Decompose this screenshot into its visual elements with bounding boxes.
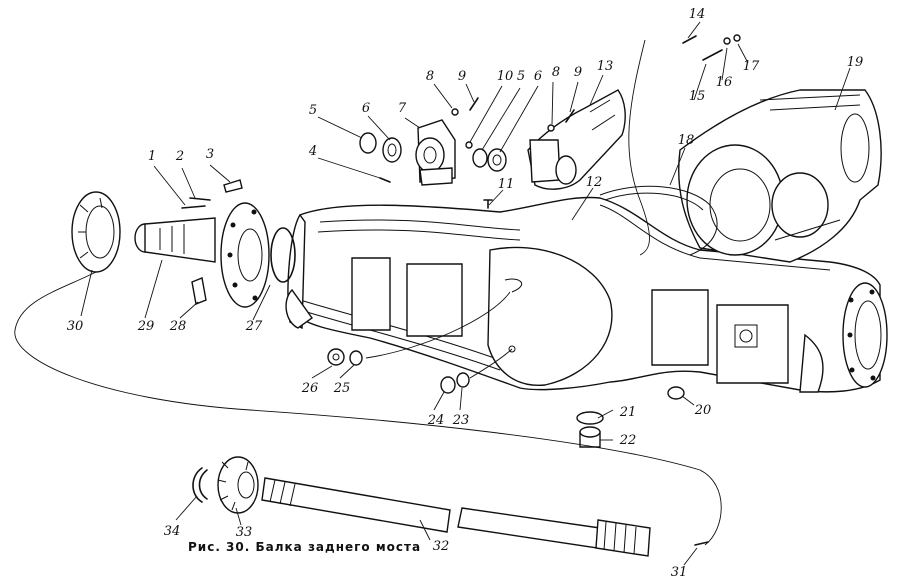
- callout-32: 32: [433, 539, 450, 554]
- gasket-ring: [456, 372, 470, 388]
- callout-6b: 6: [534, 69, 542, 84]
- callout-27: 27: [245, 319, 263, 334]
- axle-shaft: [261, 477, 651, 557]
- callout-21: 21: [619, 405, 637, 420]
- axle-beam: [285, 196, 888, 393]
- callout-16: 16: [716, 75, 733, 90]
- hub: [134, 202, 270, 308]
- callout-labels: 1 2 3 4 5 6 7 8 9 10 5 6 8 9 13 14 15 16…: [67, 7, 864, 580]
- callout-15: 15: [689, 89, 706, 104]
- lock-plate: [191, 277, 207, 305]
- callout-28: 28: [169, 319, 187, 334]
- callout-31: 31: [671, 565, 688, 580]
- stud: [181, 205, 206, 209]
- bracket: [527, 89, 626, 190]
- bracket-small: [415, 119, 456, 186]
- bushing: [359, 132, 377, 154]
- breather: [483, 199, 493, 209]
- callout-9: 9: [458, 69, 466, 84]
- callout-12: 12: [586, 175, 603, 190]
- bushing: [472, 148, 488, 168]
- callout-22: 22: [619, 433, 637, 448]
- callout-2: 2: [175, 149, 184, 164]
- figure-caption: Рис. 30. Балка заднего моста: [188, 540, 422, 554]
- callout-33: 33: [236, 525, 253, 540]
- callout-5b: 5: [517, 69, 525, 84]
- plug: [327, 348, 345, 366]
- callout-5: 5: [309, 103, 317, 118]
- snap-ring: [192, 467, 203, 503]
- leader-lines: [14, 21, 851, 566]
- callout-3: 3: [206, 147, 214, 162]
- bushing: [487, 148, 507, 172]
- plug: [440, 376, 456, 394]
- o-ring: [270, 227, 296, 283]
- callout-34: 34: [164, 524, 181, 539]
- callout-13: 13: [597, 59, 614, 74]
- washer: [465, 141, 473, 149]
- hub-nut: [71, 191, 121, 273]
- callout-24: 24: [427, 413, 445, 428]
- gear: [217, 456, 259, 514]
- differential-housing: [678, 89, 882, 263]
- callout-20: 20: [694, 403, 712, 418]
- callout-1: 1: [148, 149, 156, 164]
- bushing: [382, 137, 402, 163]
- callout-4: 4: [308, 144, 317, 159]
- callout-29: 29: [137, 319, 155, 334]
- callout-26: 26: [301, 381, 319, 396]
- gasket: [599, 185, 718, 256]
- callout-19: 19: [847, 55, 864, 70]
- washer: [451, 108, 459, 116]
- bolt: [469, 97, 479, 111]
- pin: [694, 541, 709, 546]
- callout-7: 7: [398, 101, 407, 116]
- gasket-ring: [349, 350, 363, 366]
- callout-25: 25: [333, 381, 351, 396]
- gasket-ring: [576, 411, 604, 425]
- callout-8: 8: [426, 69, 434, 84]
- callout-11: 11: [498, 177, 515, 192]
- callout-8b: 8: [552, 65, 560, 80]
- lock-plate: [223, 179, 243, 193]
- callout-18: 18: [678, 133, 695, 148]
- callout-9b: 9: [574, 65, 582, 80]
- callout-30: 30: [67, 319, 84, 334]
- callout-6: 6: [362, 101, 370, 116]
- callout-10: 10: [497, 69, 514, 84]
- callout-14: 14: [689, 7, 706, 22]
- callout-23: 23: [452, 413, 470, 428]
- callout-17: 17: [743, 59, 760, 74]
- bolt: [379, 177, 391, 183]
- nut: [667, 386, 685, 400]
